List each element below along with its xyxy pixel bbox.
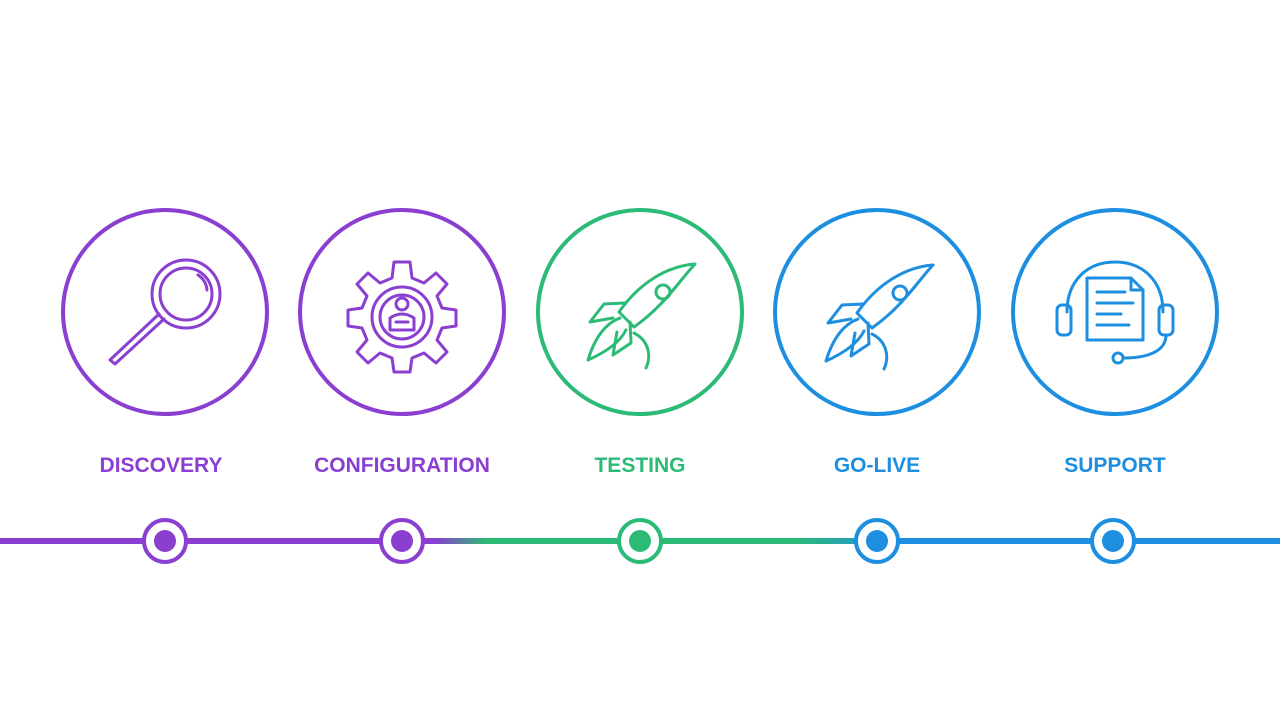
timeline-node-dot (1102, 530, 1124, 552)
step-configuration: CONFIGURATION (298, 208, 506, 564)
step-label: TESTING (594, 454, 685, 477)
rocket-icon (824, 263, 935, 371)
timeline-node-dot (866, 530, 888, 552)
rocket-icon (586, 262, 697, 370)
step-testing: TESTING (536, 208, 744, 564)
timeline-node-dot (629, 530, 651, 552)
step-circle (298, 208, 506, 416)
magnifying-glass-icon (108, 258, 222, 366)
step-circle (536, 208, 744, 416)
timeline-node-dot (391, 530, 413, 552)
step-label: SUPPORT (1064, 454, 1166, 477)
gear-icon (346, 260, 458, 374)
step-go-live: GO-LIVE (773, 208, 981, 564)
step-label: DISCOVERY (100, 454, 223, 477)
step-circle (61, 208, 269, 416)
step-label: GO-LIVE (834, 454, 920, 477)
step-circle (1011, 208, 1219, 416)
headset-document-icon (1055, 260, 1175, 365)
step-circle (773, 208, 981, 416)
step-label: CONFIGURATION (314, 454, 490, 477)
step-discovery: DISCOVERY (61, 208, 269, 564)
step-support: SUPPORT (1011, 208, 1219, 564)
timeline-node-dot (154, 530, 176, 552)
